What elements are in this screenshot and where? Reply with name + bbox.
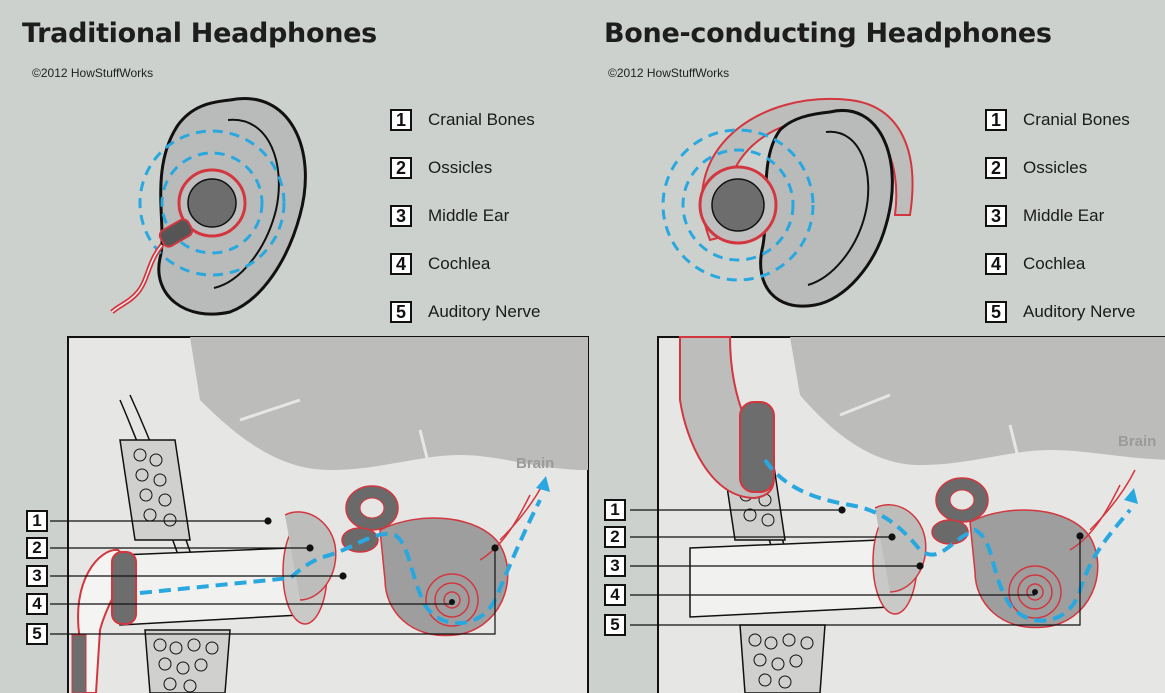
callout-cranial-bones: 1 xyxy=(604,499,626,521)
bone-conducting-headphones-panel: Bone-conducting Headphones ©2012 HowStuf… xyxy=(590,0,1165,693)
legend: 1 Cranial Bones 2 Ossicles 3 Middle Ear 4 Co… xyxy=(985,96,1135,336)
ear-cross-section xyxy=(658,337,1165,693)
legend-label: Cranial Bones xyxy=(1023,110,1130,130)
legend-label: Auditory Nerve xyxy=(1023,302,1135,322)
legend-item: 3 Middle Ear xyxy=(985,192,1135,240)
ear-cross-section xyxy=(68,337,588,693)
legend-item: 5 Auditory Nerve xyxy=(390,288,540,336)
callout-cochlea: 4 xyxy=(26,593,48,615)
callout-middle-ear: 3 xyxy=(26,565,48,587)
callout-cochlea: 4 xyxy=(604,584,626,606)
legend-label: Ossicles xyxy=(1023,158,1087,178)
legend-number: 5 xyxy=(390,301,412,323)
traditional-headphones-panel: Traditional Headphones ©2012 HowStuffWor… xyxy=(0,0,590,693)
legend-number: 1 xyxy=(985,109,1007,131)
legend-label: Ossicles xyxy=(428,158,492,178)
legend-item: 5 Auditory Nerve xyxy=(985,288,1135,336)
outer-ear-icon xyxy=(761,110,893,306)
legend-number: 3 xyxy=(985,205,1007,227)
legend-number: 3 xyxy=(390,205,412,227)
legend-number: 4 xyxy=(985,253,1007,275)
legend-label: Middle Ear xyxy=(1023,206,1104,226)
legend: 1 Cranial Bones 2 Ossicles 3 Middle Ear 4 Co… xyxy=(390,96,540,336)
legend-label: Cochlea xyxy=(428,254,490,274)
legend-item: 4 Cochlea xyxy=(985,240,1135,288)
callout-auditory-nerve: 5 xyxy=(26,623,48,645)
legend-label: Middle Ear xyxy=(428,206,509,226)
callout-ossicles: 2 xyxy=(604,526,626,548)
legend-label: Cochlea xyxy=(1023,254,1085,274)
legend-item: 2 Ossicles xyxy=(985,144,1135,192)
legend-item: 1 Cranial Bones xyxy=(390,96,540,144)
brain-label: Brain xyxy=(1118,433,1156,450)
legend-number: 5 xyxy=(985,301,1007,323)
brain-label: Brain xyxy=(516,455,554,472)
legend-label: Auditory Nerve xyxy=(428,302,540,322)
legend-item: 1 Cranial Bones xyxy=(985,96,1135,144)
callout-middle-ear: 3 xyxy=(604,555,626,577)
legend-item: 2 Ossicles xyxy=(390,144,540,192)
callout-auditory-nerve: 5 xyxy=(604,614,626,636)
legend-item: 4 Cochlea xyxy=(390,240,540,288)
legend-number: 1 xyxy=(390,109,412,131)
callout-cranial-bones: 1 xyxy=(26,510,48,532)
legend-number: 4 xyxy=(390,253,412,275)
legend-item: 3 Middle Ear xyxy=(390,192,540,240)
legend-number: 2 xyxy=(390,157,412,179)
callout-ossicles: 2 xyxy=(26,537,48,559)
legend-number: 2 xyxy=(985,157,1007,179)
legend-label: Cranial Bones xyxy=(428,110,535,130)
transducer-pad-icon xyxy=(700,167,776,243)
